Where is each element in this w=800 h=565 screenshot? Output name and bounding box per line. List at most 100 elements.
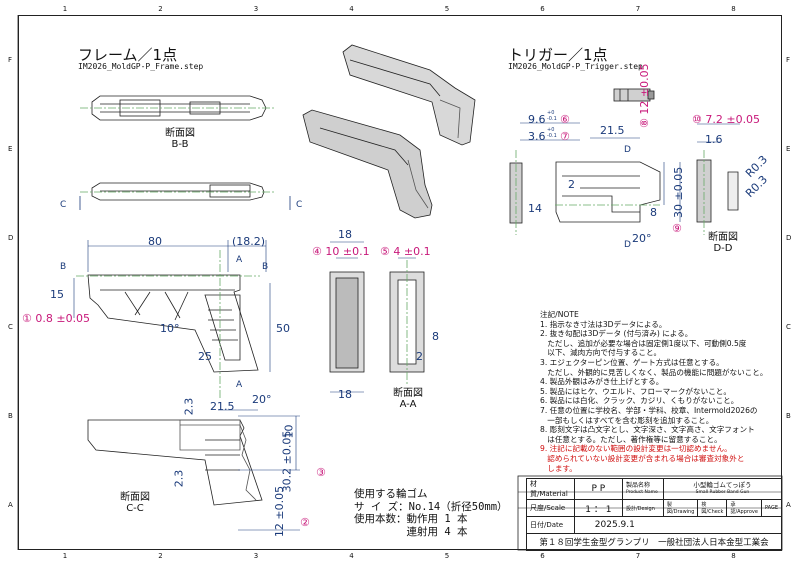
- grid-row-label: B: [8, 412, 13, 421]
- notes-heading: 注記/NOTE: [540, 310, 579, 319]
- frame-section-cc-label: 断面図 C-C: [120, 492, 150, 514]
- page-label: PAGE: [760, 499, 783, 517]
- grid-row-label: D: [8, 233, 14, 242]
- note-warning-line-2: 認められていない設計変更が含まれる場合は審査対象外と: [540, 453, 745, 463]
- frame-section-aa-view: [389, 260, 425, 385]
- frame-dim-80: 80: [148, 235, 162, 248]
- grid-row-label: D: [786, 233, 792, 242]
- drawing-border: [18, 15, 782, 550]
- grid-column-label: 5: [444, 552, 450, 560]
- scale-value: 1 ： 1: [573, 499, 623, 517]
- usage-size: サ イ ズ：No.14（折径50mm）: [354, 500, 508, 513]
- section-marker-c-left: C: [60, 200, 67, 210]
- trigger-dim-12: ⑧ 12 ±0.05: [638, 63, 651, 128]
- note-item-2: 2. 抜き勾配は3Dデータ (付与済み) による。: [540, 329, 693, 339]
- frame-section-bb-view: [80, 95, 275, 121]
- frame-dim-18-top: 18: [338, 228, 352, 241]
- note-item-6: ただし、外観的に見苦しくなく、製品の機能に問題がないこと。: [540, 367, 768, 377]
- notes-warning: 9. 注記に記載のない範囲の設計変更は一切認めません。 認められていない設計変更…: [540, 444, 780, 473]
- note-item-8: 5. 製品にはヒケ、ウエルド、フローマークがないこと。: [540, 386, 731, 396]
- frame-dim-2: 2: [416, 350, 423, 363]
- frame-dim-10deg: 10°: [160, 322, 180, 335]
- section-marker-b-left: B: [60, 262, 67, 272]
- note-item-11: 一部もしくはすべてを含む彫刻を追加すること。: [540, 415, 714, 425]
- trigger-dim-3-6: 3.6: [528, 130, 546, 143]
- section-marker-a-top: A: [236, 255, 243, 265]
- grid-column-label: 6: [540, 5, 545, 13]
- frame-dim-18-bottom: 18: [338, 388, 352, 401]
- trigger-dim-14: 14: [528, 202, 542, 215]
- trigger-isometric-view: [613, 88, 655, 102]
- trigger-side-view: [555, 161, 661, 223]
- trigger-number-9: ⑨: [672, 222, 682, 235]
- frame-isometric-top: [342, 44, 476, 146]
- frame-section-aa-label: 断面図 A-A: [393, 388, 423, 410]
- frame-side-view: [76, 250, 260, 400]
- frame-section-cc-view: [87, 419, 263, 506]
- trigger-number-7: ⑦: [560, 130, 570, 143]
- frame-dim-25: 25: [198, 350, 212, 363]
- trigger-tol-9-6: +0-0.1: [547, 110, 557, 122]
- grid-row-label: A: [786, 501, 791, 510]
- grid-row-label: B: [786, 412, 791, 421]
- trigger-tol-3-6: +0-0.1: [547, 127, 557, 139]
- frame-dim-21-5: 21.5: [210, 400, 235, 413]
- frame-tol-5: ⑤ 4 ±0.1: [380, 245, 431, 258]
- frame-tol-4: ④ 10 ±0.1: [312, 245, 370, 258]
- trigger-title: トリガー／1点: [508, 46, 608, 64]
- grid-column-label: 1: [62, 5, 68, 13]
- note-warning-line-1: 9. 注記に記載のない範囲の設計変更は一切認めません。: [540, 444, 732, 454]
- frame-dim-18-2: (18.2): [232, 235, 266, 248]
- approve-label: 承認/Approve: [726, 499, 762, 517]
- scale-label: 尺度/Scale: [526, 499, 575, 517]
- trigger-section-dd-label: 断面図 D-D: [708, 232, 738, 254]
- frame-title: フレーム／1点: [78, 46, 178, 64]
- grid-column-label: 1: [62, 552, 68, 560]
- material-label: 材質/Material: [526, 478, 575, 500]
- note-item-13: は任意とする。ただし、著作権等に留意すること。: [540, 434, 722, 444]
- note-item-12: 8. 彫刻文字は凸文字とし、文字深さ、文字高さ、文字フォント: [540, 425, 755, 435]
- trigger-end-view: [509, 150, 523, 235]
- note-item-4: 以下、減肉方向で付与すること。: [540, 348, 662, 358]
- title-block-footer: 第１８回学生金型グランプリ 一般社団法人日本金型工業会: [526, 533, 782, 551]
- frame-section-bb-label: 断面図 B-B: [165, 128, 195, 150]
- trigger-dim-9-6: 9.6: [528, 113, 546, 126]
- usage-count-action: 使用本数：動作用 1 本: [354, 513, 468, 525]
- grid-column-label: 3: [253, 552, 259, 560]
- note-item-5: 3. エジェクターピン位置、ゲート方式は任意とする。: [540, 357, 724, 367]
- note-item-1: 1. 指示なき寸法は3Dデータによる。: [540, 319, 667, 329]
- grid-column-label: 5: [444, 5, 450, 13]
- section-marker-b-right: B: [262, 262, 269, 272]
- trigger-dim-20deg: 20°: [632, 232, 652, 245]
- frame-tol-3: 30.2 ±0.05: [280, 430, 294, 493]
- note-item-10: 7. 任意の位置に学校名、学部・学科、校章、Intermold2026の: [540, 405, 758, 415]
- grid-row-label: E: [786, 144, 791, 153]
- trigger-file-name: IM2026_MoldGP-P_Trigger.step: [508, 62, 643, 71]
- trigger-dim-21-5: 21.5: [600, 124, 625, 137]
- grid-row-label: F: [786, 55, 791, 64]
- trigger-dim-1-6: 1.6: [705, 133, 723, 146]
- frame-dim-20deg: 20°: [252, 393, 272, 406]
- frame-tol-3-number: ③: [316, 466, 326, 479]
- grid-column-label: 6: [540, 552, 545, 560]
- material-value: P P: [573, 478, 623, 500]
- rubber-band-usage: 使用する輪ゴム サ イ ズ：No.14（折径50mm） 使用本数：動作用 1 本…: [354, 488, 524, 538]
- design-label: 設計/Design: [621, 499, 664, 517]
- notes-list: 1. 指示なき寸法は3Dデータによる。2. 抜き勾配は3Dデータ (付与済み) …: [540, 320, 780, 445]
- grid-row-label: F: [8, 55, 13, 64]
- usage-heading: 使用する輪ゴム: [354, 488, 428, 500]
- grid-column-label: 8: [731, 5, 736, 13]
- trigger-dim-8: 8: [650, 206, 657, 219]
- trigger-marker-d-bottom: D: [624, 240, 631, 250]
- frame-top-view: [79, 182, 291, 210]
- drawing-label: 製図/Drawing: [662, 499, 699, 517]
- note-item-7: 4. 製品外観はみがき仕上げとする。: [540, 377, 664, 387]
- check-label: 検図/Check: [697, 499, 728, 517]
- grid-row-label: A: [8, 501, 13, 510]
- section-marker-c-right: C: [296, 200, 303, 210]
- frame-tol-1: ① 0.8 ±0.05: [22, 312, 91, 325]
- note-item-3: ただし、追加が必要な場合は固定側1度以下、可動側0.5度: [540, 338, 747, 348]
